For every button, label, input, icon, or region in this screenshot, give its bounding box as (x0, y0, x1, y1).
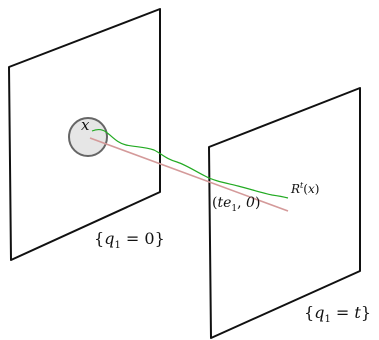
plane-q1-t (208, 87, 361, 339)
label-curve-rtx: Rt(x) (290, 181, 319, 196)
sub-1: 1 (114, 240, 120, 251)
value-0: 0 (144, 229, 154, 248)
curve-arg: x (308, 182, 315, 196)
var-q: q (104, 229, 114, 248)
var-t: t (217, 195, 223, 211)
label-point-x: x (81, 116, 90, 134)
curve-main: R (290, 182, 300, 196)
equals: = (331, 303, 355, 322)
sub-1: 1 (231, 204, 237, 214)
comma: , (237, 195, 246, 211)
value-0: 0 (246, 195, 255, 211)
plane-q1-zero (8, 8, 161, 261)
neighborhood-disk (68, 117, 108, 157)
brace-open: { (94, 229, 104, 248)
brace-close: } (155, 229, 165, 248)
label-endpoint: (te1, 0) (212, 195, 260, 214)
paren-close: ) (255, 195, 260, 211)
flow-curve (91, 129, 289, 199)
value-t: t (354, 303, 361, 322)
curve-sup: t (300, 181, 304, 190)
var-q: q (314, 303, 324, 322)
brace-close: } (361, 303, 371, 322)
label-plane-q1-zero: {q1 = 0} (94, 229, 165, 251)
curve-paren-open: ( (303, 182, 308, 196)
curve-paren-close: ) (315, 182, 320, 196)
straight-segment (89, 137, 289, 212)
sub-1: 1 (324, 314, 330, 325)
label-plane-q1-t: {q1 = t} (304, 303, 371, 325)
brace-open: { (304, 303, 314, 322)
equals: = (121, 229, 145, 248)
paren-open: ( (212, 195, 217, 211)
var-e: e (223, 195, 231, 211)
